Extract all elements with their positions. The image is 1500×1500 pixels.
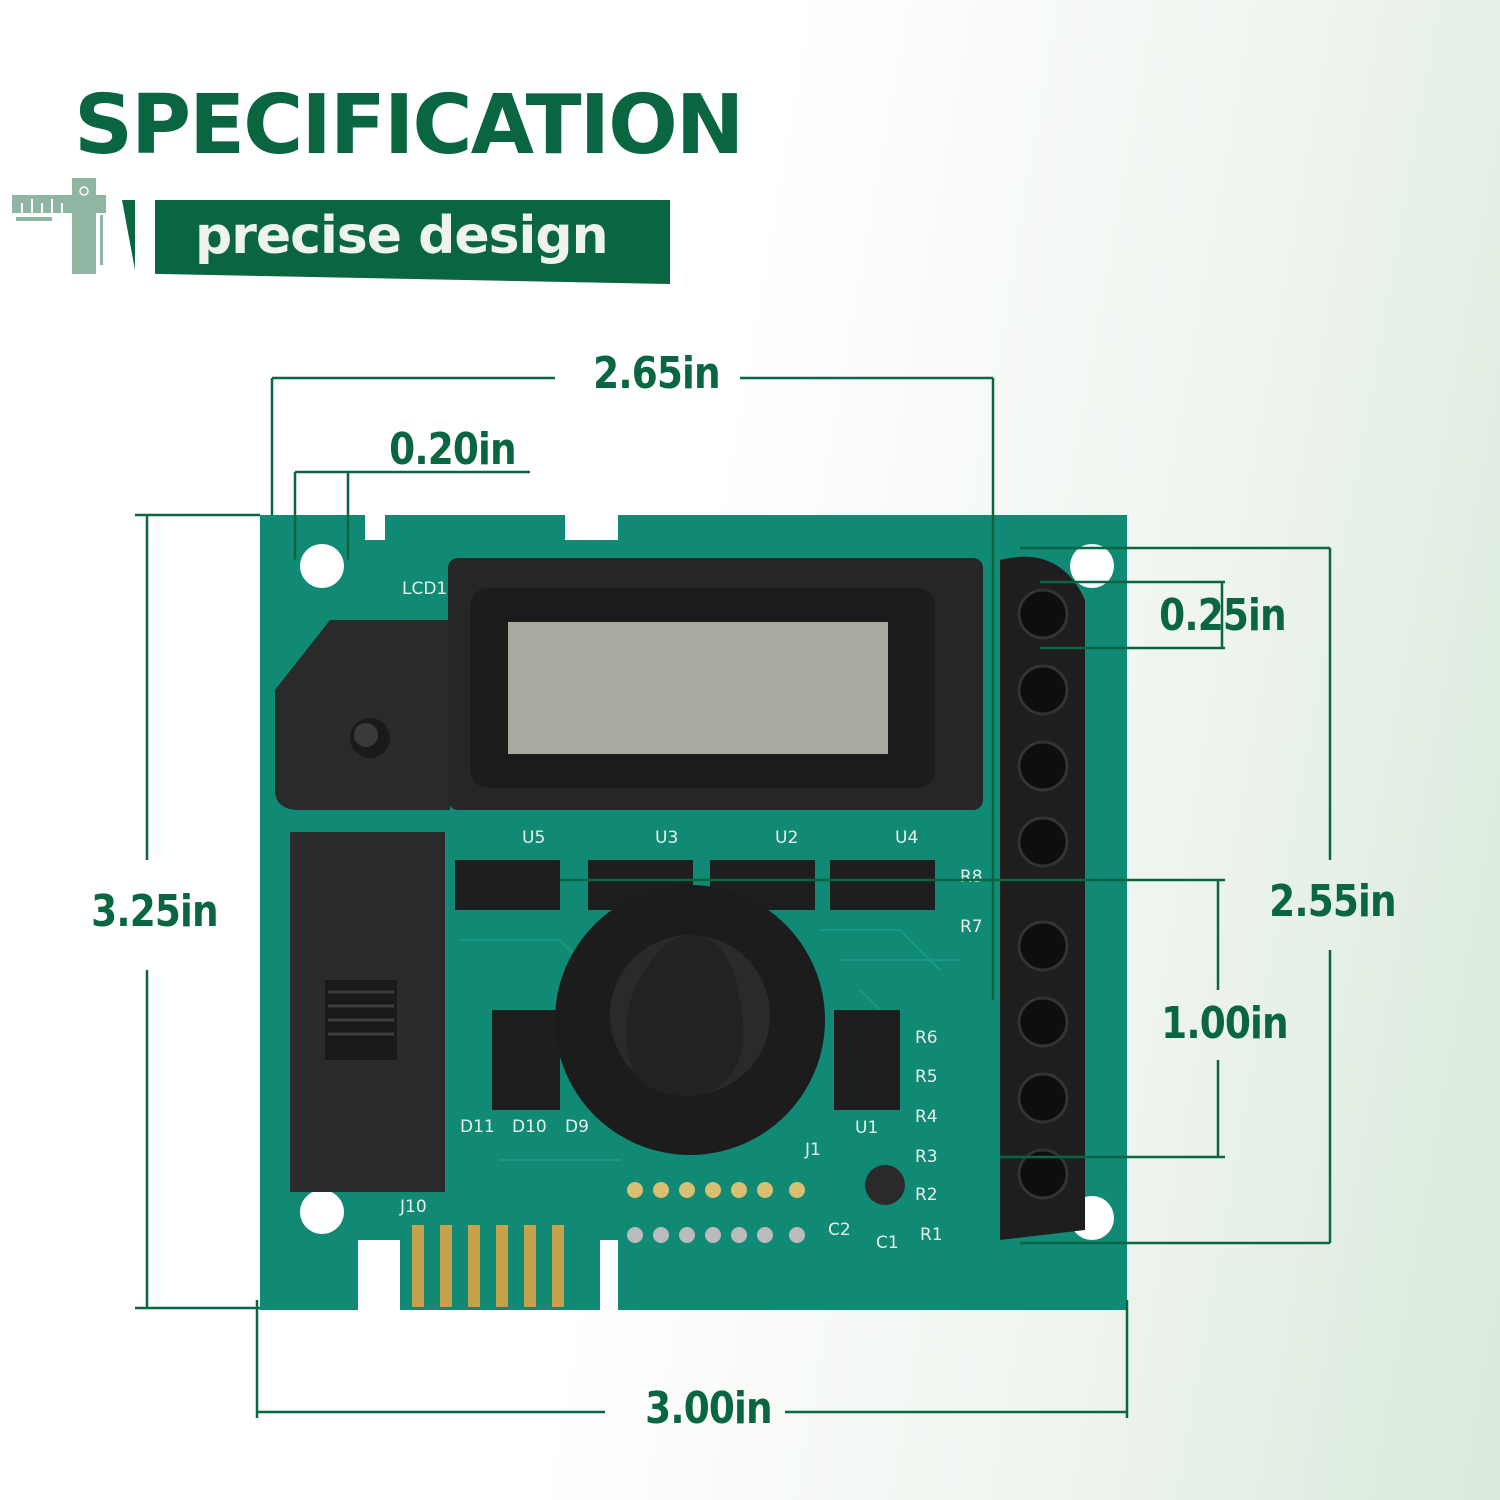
label-j10: J10 — [399, 1197, 427, 1217]
label-r2: R2 — [915, 1185, 938, 1205]
lcd-display — [275, 558, 983, 810]
label-d10: D10 — [512, 1117, 547, 1137]
label-j1: J1 — [804, 1140, 821, 1160]
label-d9: D9 — [565, 1117, 589, 1137]
dimension-top-width: 2.65in — [593, 348, 720, 399]
label-r3: R3 — [915, 1147, 938, 1167]
label-c2: C2 — [828, 1220, 851, 1240]
label-r8: R8 — [960, 867, 983, 887]
terminal-connector — [1000, 556, 1085, 1240]
label-r7: R7 — [960, 917, 983, 937]
dimension-height: 3.25in — [91, 886, 218, 937]
dimension-lines — [135, 376, 1332, 1418]
label-lcd1: LCD1 — [402, 579, 447, 599]
ic-chips — [455, 860, 935, 1110]
dimension-connector-length: 2.55in — [1269, 876, 1396, 927]
ruler-square-icon — [12, 178, 135, 274]
dimension-bottom-width: 3.00in — [645, 1383, 772, 1434]
label-c1: C1 — [876, 1233, 899, 1253]
label-r5: R5 — [915, 1067, 938, 1087]
label-u2: U2 — [775, 828, 798, 848]
page-title: SPECIFICATION — [74, 78, 744, 173]
subtitle-banner: precise design — [155, 200, 670, 284]
subtitle: precise design — [195, 206, 609, 266]
header-j1 — [627, 1182, 805, 1243]
silkscreen-labels: LCD1 U5 U3 U2 U4 R8 R7 R6 R5 R4 R3 R2 R1… — [399, 579, 983, 1253]
dimension-hole-offset: 0.20in — [389, 424, 516, 475]
capacitor-c1 — [865, 1165, 905, 1205]
edge-connector-j10 — [412, 1225, 564, 1307]
label-u1: U1 — [855, 1118, 878, 1138]
label-r4: R4 — [915, 1107, 938, 1127]
rotary-knob[interactable] — [555, 885, 825, 1155]
label-u4: U4 — [895, 828, 918, 848]
label-r1: R1 — [920, 1225, 943, 1245]
label-r6: R6 — [915, 1028, 938, 1048]
dimension-pin-gap: 1.00in — [1161, 998, 1288, 1049]
label-u5: U5 — [522, 828, 545, 848]
label-u3: U3 — [655, 828, 678, 848]
dimension-pin-pitch: 0.25in — [1159, 590, 1286, 641]
label-d11: D11 — [460, 1117, 495, 1137]
slide-switch[interactable] — [290, 832, 445, 1192]
